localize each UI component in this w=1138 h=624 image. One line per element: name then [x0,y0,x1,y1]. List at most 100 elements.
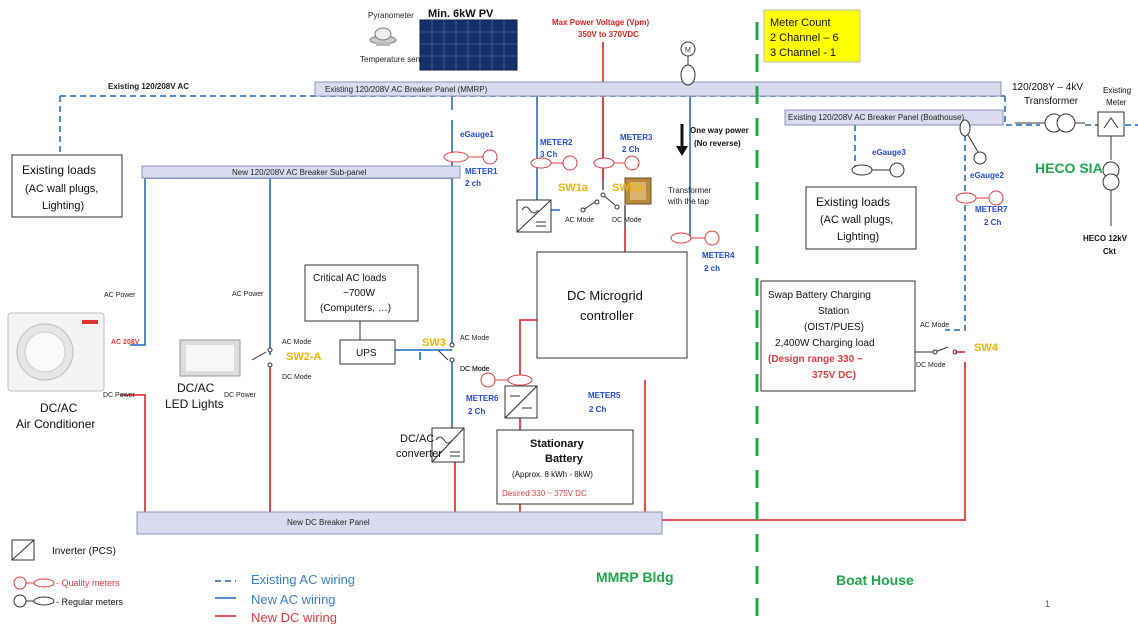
svg-text:Existing AC wiring: Existing AC wiring [251,572,355,587]
svg-text:SW1a: SW1a [558,182,589,194]
svg-text:2 ch: 2 ch [704,264,720,273]
boathouse-panel[interactable]: Existing 120/208V AC Breaker Panel (Boat… [784,109,1004,126]
svg-text:New AC wiring: New AC wiring [251,592,336,607]
sw1-ac-mode: AC Mode [565,217,594,224]
sw3-ac-mode: AC Mode [460,335,489,342]
svg-text:Lighting): Lighting) [837,231,879,243]
mmrp-building-label: MMRP Bldg [596,569,674,585]
led-dc-power: DC Power [224,392,257,399]
stationary-battery[interactable]: Stationary Battery (Approx. 8 kWh - 8kW)… [496,429,634,505]
heco-ckt-label: HECO 12kV [1083,234,1128,243]
led-label: DC/AC [177,381,215,395]
egauge2-meter[interactable]: eGauge2 METER7 2 Ch [955,119,1008,227]
ac-208v-label: AC 208V [111,339,140,346]
svg-text:Stationary: Stationary [530,438,585,450]
svg-text:(Computers, …): (Computers, …) [320,303,391,314]
sw1a-switch[interactable]: SW1a [558,182,600,213]
boathouse-panel-label: Existing 120/208V AC Breaker Panel (Boat… [788,113,964,122]
svg-text:(No reverse): (No reverse) [694,139,741,148]
heco-sia-label: HECO SIA [1035,160,1103,176]
mmrp-panel-label: Existing 120/208V AC Breaker Panel (MMRP… [325,85,488,94]
existing-meter-label-2: Meter [1106,98,1127,107]
sw2-ac-mode: AC Mode [282,339,311,346]
meter2[interactable]: METER2 3 Ch [530,138,578,171]
svg-text:METER6: METER6 [466,394,499,403]
svg-text:2 Ch: 2 Ch [589,405,606,414]
converter-icon [431,427,465,463]
existing-ac-label: Existing 120/208V AC [108,82,189,91]
existing-meter-icon [1097,111,1125,137]
svg-text:2 Ch: 2 Ch [984,218,1001,227]
svg-text:375V DC): 375V DC) [812,370,856,381]
svg-text:(OIST/PUES): (OIST/PUES) [804,322,864,333]
egauge3-meter[interactable]: eGauge3 [851,148,906,178]
svg-text:UPS: UPS [356,348,377,359]
svg-text:Desired 330 ~ 375V DC: Desired 330 ~ 375V DC [502,489,587,498]
sw4-dc-mode: DC Mode [916,362,946,369]
egauge1-meter[interactable]: eGauge1 METER1 2 ch [443,130,498,188]
svg-text:Swap Battery Charging: Swap Battery Charging [768,290,871,301]
svg-text:METER7: METER7 [975,205,1008,214]
sw2a-switch[interactable]: SW2-A [251,347,322,368]
pyranometer-label: Pyranometer [368,11,414,20]
meter6-dc-mode: DC Mode [460,366,490,373]
pv-title: Min. 6kW PV [428,8,494,20]
critical-ac-loads[interactable]: Critical AC loads ~700W (Computers, …) [304,264,419,322]
svg-text:eGauge2: eGauge2 [970,171,1004,180]
svg-text:SW4: SW4 [974,342,999,354]
meter3[interactable]: METER3 2 Ch [593,133,653,171]
svg-text:2 Ch: 2 Ch [468,407,485,416]
svg-text:M: M [685,47,691,54]
dc-microgrid-controller[interactable]: DC Microgrid controller [536,251,688,359]
svg-text:~700W: ~700W [343,288,376,299]
svg-text:METER5: METER5 [588,391,621,400]
converter-label-2: converter [396,448,442,460]
dc-breaker-panel[interactable]: New DC Breaker Panel [136,511,663,535]
swap-battery-station[interactable]: Swap Battery Charging Station (OIST/PUES… [760,280,916,392]
sw3-dc-mode: DC Mode [460,366,490,373]
ac-unit-ac-power: AC Power [104,292,136,299]
one-way-power-note: One way power (No reverse) [676,124,749,156]
existing-loads-right[interactable]: Existing loads (AC wall plugs, Lighting) [805,186,917,250]
sw1-dc-mode: DC Mode [612,217,642,224]
legend: Inverter (PCS) - Quality meters - Regula… [11,539,355,624]
svg-text:Station: Station [818,306,849,317]
svg-text:(Approx. 8 kWh - 8kW): (Approx. 8 kWh - 8kW) [512,470,593,479]
ups-box[interactable]: UPS [339,339,396,365]
existing-loads-left[interactable]: Existing loads (AC wall plugs, Lighting) [11,154,123,218]
svg-text:SW3: SW3 [422,337,446,349]
svg-text:with the tap: with the tap [667,197,709,206]
svg-text:controller: controller [580,308,634,323]
sw1b-switch[interactable]: SW1b [600,182,643,210]
svg-text:Transformer: Transformer [668,186,712,195]
svg-text:eGauge1: eGauge1 [460,130,494,139]
sw3-switch[interactable]: SW3 [422,337,455,363]
ac-unit-dc-power: DC Power [103,392,136,399]
vpm-range: 350V to 370VDC [578,30,639,39]
vpm-label: Max Power Voltage (Vpm) [552,18,650,27]
legend-regular-meters: - Regular meters [13,594,124,608]
meter4[interactable]: METER4 2 ch [670,230,735,273]
meter5[interactable]: METER5 2 Ch [588,391,621,414]
legend-existing-ac: Existing AC wiring [215,572,355,587]
ac-unit-label: DC/AC [40,401,78,415]
svg-text:3 Ch: 3 Ch [540,150,557,159]
pv-panel-icon [419,19,518,71]
legend-inverter: Inverter (PCS) [11,539,116,561]
svg-text:(Design range 330 ~: (Design range 330 ~ [768,354,863,365]
transformer-4kv-icon [1015,113,1085,133]
pyranometer-icon [369,27,397,46]
sub-panel[interactable]: New 120/208V AC Breaker Sub-panel [141,165,461,179]
meter6[interactable]: METER6 2 Ch [466,372,533,416]
svg-text:Existing loads: Existing loads [22,163,96,177]
new-dc-wiring [120,42,966,521]
sw4-switch[interactable]: SW4 [915,342,999,355]
svg-text:2 ch: 2 ch [465,179,481,188]
existing-meter-label: Existing [1103,86,1131,95]
pv-meter-icon: M [680,41,696,86]
mmrp-panel[interactable]: Existing 120/208V AC Breaker Panel (MMRP… [314,81,1002,97]
svg-text:Lighting): Lighting) [42,200,84,212]
svg-text:DC Microgrid: DC Microgrid [567,288,643,303]
svg-text:eGauge3: eGauge3 [872,148,906,157]
